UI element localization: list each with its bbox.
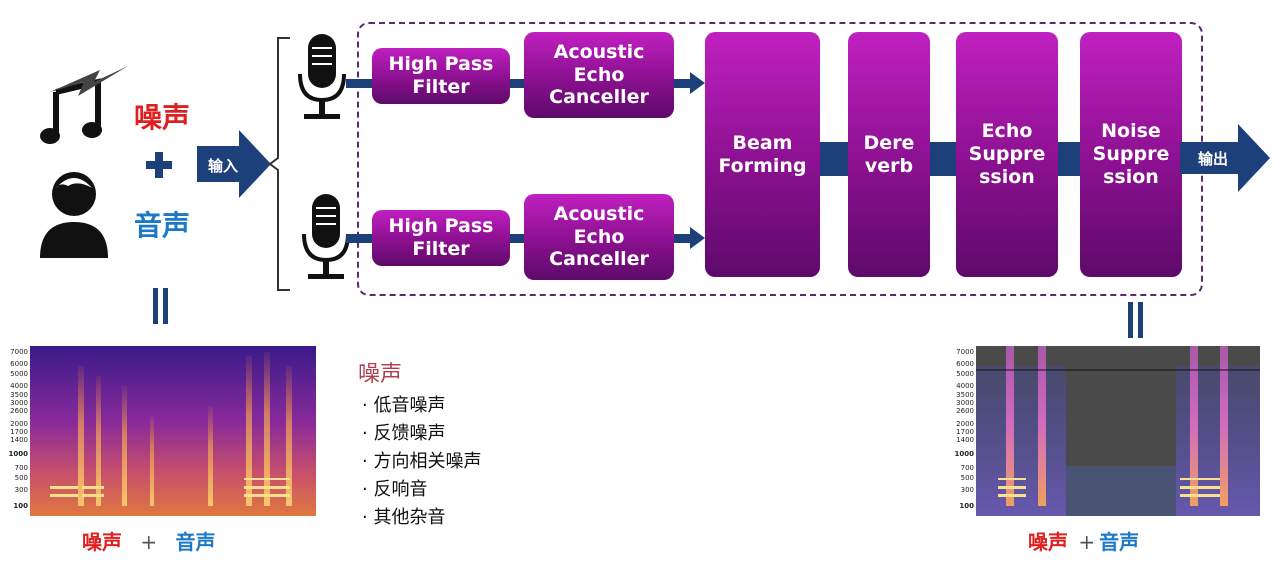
list-item: · 其他杂音: [362, 507, 446, 528]
list-item: · 反响音: [362, 479, 428, 500]
plus-sign: [144, 150, 174, 180]
noise-types-title: 噪声: [358, 362, 403, 387]
list-item: · 方向相关噪声: [362, 451, 482, 472]
voice-label: 音声: [134, 209, 191, 242]
mic-bracket: [268, 36, 292, 292]
microphone-icon-1: [296, 34, 348, 122]
output-arrow-label: 输出: [1198, 150, 1229, 168]
list-item: · 反馈噪声: [362, 423, 446, 444]
person-icon: [38, 168, 110, 258]
right-caption: 噪声 +音声: [1028, 530, 1140, 554]
right-y-axis: 7000 6000 5000 4000 3500 3000 2600 2000 …: [954, 348, 974, 510]
list-item: · 低音噪声: [362, 395, 446, 416]
noisy-spectrogram: [30, 346, 316, 516]
noise-types-list: · 低音噪声 · 反馈噪声 · 方向相关噪声 · 反响音 · 其他杂音: [362, 392, 481, 532]
noise-lightning-icon: [50, 62, 128, 108]
noise-label: 噪声: [134, 101, 191, 134]
input-arrow-label: 输入: [208, 157, 239, 175]
output-arrow: [1180, 124, 1270, 192]
left-y-axis: 7000 6000 5000 4000 3500 3000 2600 2000 …: [8, 348, 28, 510]
microphone-icon-2: [300, 194, 352, 282]
equals-left: [151, 288, 171, 324]
input-arrow: [197, 130, 271, 198]
equals-right: [1126, 302, 1146, 338]
left-caption: 噪声 + 音声: [82, 530, 216, 554]
clean-spectrogram: [976, 346, 1260, 516]
